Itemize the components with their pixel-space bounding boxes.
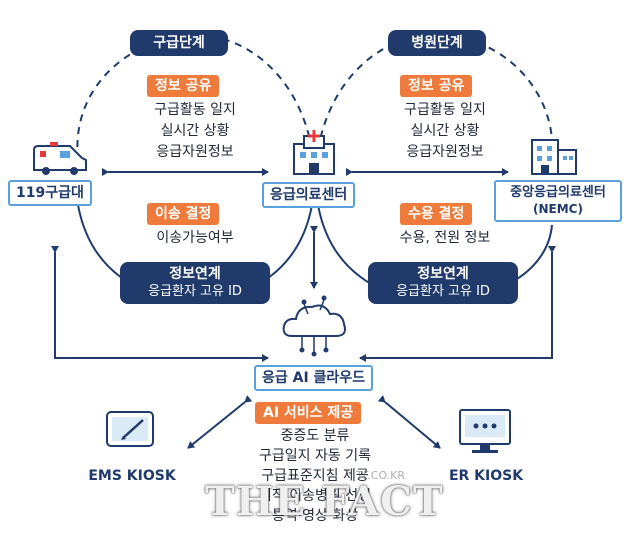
ambulance-icon [33,142,87,175]
nemc-label-line-1: 중앙응급의료센터 [510,185,606,200]
ai-service-line-3: 구급표준지침 제공 [261,468,369,484]
ai-service-line-5: 통역·영상 화상 [271,508,359,524]
nemc-cloud-connector [359,246,556,362]
right-decision-line: 수용, 전원 정보 [399,230,491,246]
phase-title-hospital: 병원단계 [388,30,486,56]
center-node: 응급의료센터 [262,182,356,208]
center-label: 응급의료센터 [270,187,348,203]
ambulance-node: 119구급대 [8,180,92,206]
right-loop-dashed-arc [317,33,553,151]
right-share-line-1: 구급활동 일지 [404,102,486,118]
right-link-box: 정보연계 응급환자 고유 ID [368,262,518,304]
cloud-label: 응급 AI 클라우드 [262,370,366,386]
nemc-building-icon [531,139,577,175]
ambulance-label: 119구급대 [16,185,84,201]
cloud-er-arrow [377,395,441,449]
left-share-line-3: 응급자원정보 [156,144,234,160]
left-decision-line: 이송가능여부 [156,230,234,246]
er-kiosk-label: ER KIOSK [448,468,524,484]
cloud-ems-arrow [187,395,253,449]
left-decision-tag: 이송 결정 [147,203,220,225]
left-share-tag: 정보 공유 [147,75,220,97]
phase-title-rescue: 구급단계 [130,30,228,56]
left-share-line-2: 실시간 상황 [160,123,230,139]
left-link-box: 정보연계 응급환자 고유 ID [120,262,270,304]
right-share-tag: 정보 공유 [400,75,473,97]
watermark-url: TF.CO.KR [356,469,406,482]
ems-kiosk-label: EMS KIOSK [88,468,176,484]
ai-service-line-4: 최적 이송병원 선정 [259,488,371,504]
right-share-line-2: 실시간 상황 [410,123,480,139]
left-link-title: 정보연계 [169,266,221,282]
ai-service-line-2: 구급일지 자동 기록 [259,448,371,464]
ai-service-tag: AI 서비스 제공 [255,402,362,424]
left-link-sub: 응급환자 고유 ID [148,284,242,299]
right-share-line-3: 응급자원정보 [406,144,484,160]
watermark-logo: THE FACT [205,478,444,525]
hospital-icon [293,130,335,175]
ambulance-cloud-connector [51,246,269,362]
left-share-line-1: 구급활동 일지 [154,102,236,118]
right-decision-tag: 수용 결정 [400,203,473,225]
right-link-sub: 응급환자 고유 ID [396,284,490,299]
ems-tablet-icon [106,411,154,447]
right-link-title: 정보연계 [417,266,469,282]
nemc-label-line-2: (NEMC) [533,202,583,216]
cloud-node: 응급 AI 클라우드 [254,365,374,391]
ai-service-line-1: 중증도 분류 [280,428,350,444]
nemc-node: 중앙응급의료센터 (NEMC) [494,180,622,222]
er-monitor-icon [459,409,511,453]
ai-cloud-icon [282,295,346,357]
